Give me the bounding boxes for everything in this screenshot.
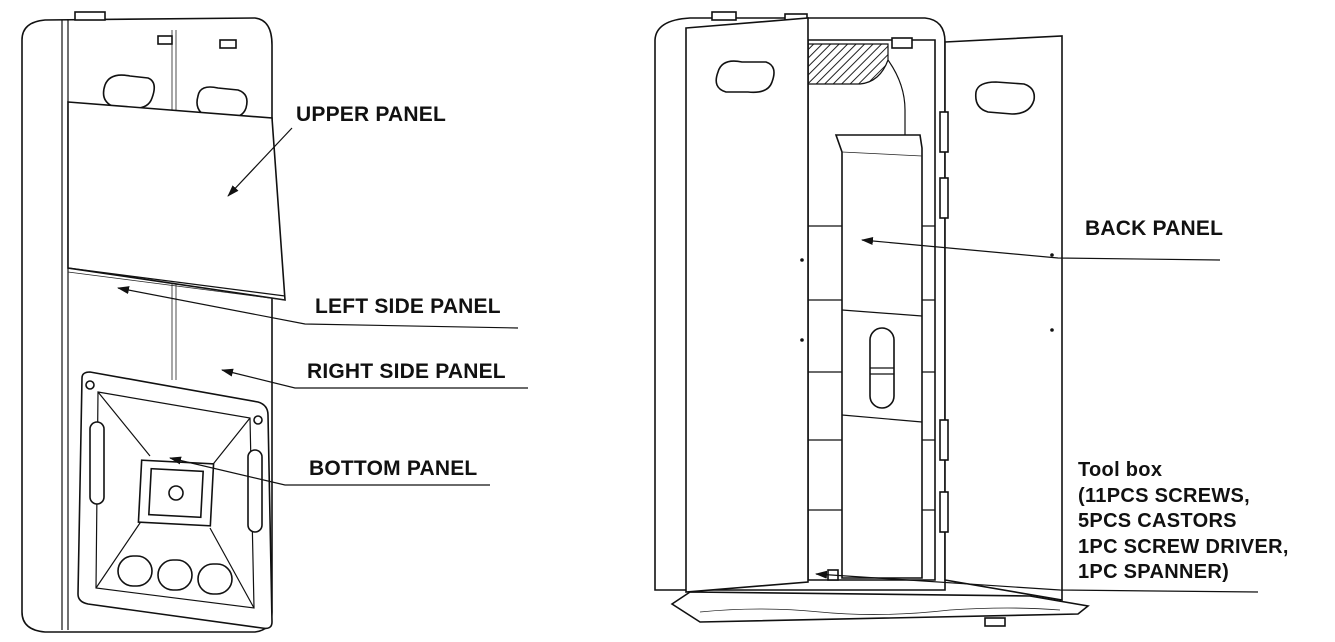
left-cabinet-view <box>21 11 528 633</box>
tool-box-line-4: 1PC SCREW DRIVER, <box>1078 535 1289 558</box>
tool-box-leader <box>815 570 1259 593</box>
tool-box-line-1: Tool box <box>1078 459 1163 481</box>
left-side-panel-leader <box>117 286 519 329</box>
top-vent-grill <box>807 43 889 85</box>
tool-box-line-5: 1PC SPANNER) <box>1078 561 1230 583</box>
tool-box-line-2: (11PCS SCREWS, <box>1078 484 1251 507</box>
left-door <box>685 17 809 593</box>
upper-panel-leader <box>227 127 293 197</box>
bottom-panel-leader <box>169 456 490 486</box>
tool-box-line-3: 5PCS CASTORS <box>1078 510 1237 532</box>
right-side-panel-label: RIGHT SIDE PANEL <box>307 360 506 383</box>
upper-panel-label: UPPER PANEL <box>296 103 446 126</box>
base-tray <box>670 591 1090 623</box>
tool-box-label: Tool box (11PCS SCREWS, 5PCS CASTORS 1PC… <box>1078 458 1289 586</box>
right-side-panel-leader <box>221 368 528 389</box>
upper-panel-shape <box>67 101 286 301</box>
right-door <box>944 35 1063 601</box>
right-cabinet-view <box>654 11 1259 627</box>
back-panel-label: BACK PANEL <box>1085 217 1224 240</box>
left-side-panel-label: LEFT SIDE PANEL <box>315 295 501 318</box>
left-handle-cutout <box>102 74 156 110</box>
back-panel-leader <box>861 237 1221 261</box>
bottom-panel-label: BOTTOM PANEL <box>309 457 478 480</box>
